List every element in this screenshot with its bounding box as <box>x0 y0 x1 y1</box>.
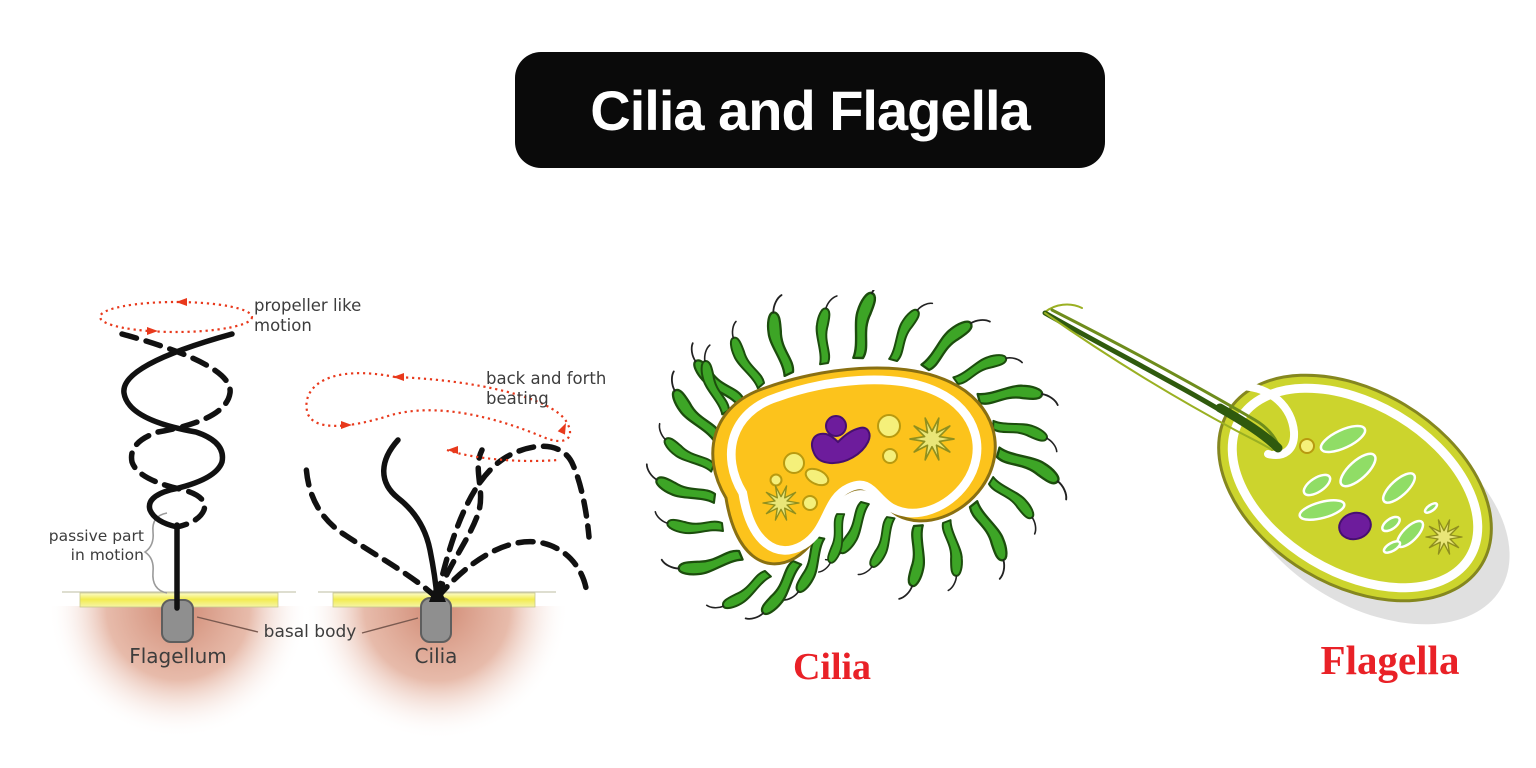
vacuole <box>877 414 901 438</box>
flagellum-pocket <box>1234 382 1299 459</box>
chloroplast <box>1298 498 1346 522</box>
chloroplast <box>1302 473 1332 497</box>
flagellum-wave-solid <box>121 331 235 530</box>
motion-arrow <box>393 373 404 381</box>
motion-schematic <box>48 298 592 740</box>
propeller-motion-path <box>98 300 254 334</box>
basal-body-cilia <box>420 597 452 643</box>
cilium-solid <box>381 437 440 601</box>
flagellated-cell-illustration <box>1042 303 1510 625</box>
cilia-cell-inner-membrane <box>726 375 982 555</box>
motion-arrow <box>557 421 570 435</box>
cilia-name-label: Cilia <box>414 644 458 668</box>
basal-connector-right <box>361 617 419 634</box>
vacuole <box>802 495 818 511</box>
nucleus <box>811 426 871 465</box>
basal-body-label: basal body <box>263 622 357 642</box>
cilia-cell-label: Cilia <box>792 646 872 688</box>
page-title: Cilia and Flagella <box>590 78 1030 142</box>
passive-part-label: passive part in motion <box>48 527 144 564</box>
chloroplast <box>1339 452 1377 488</box>
motion-arrow <box>341 421 352 429</box>
chloroplast <box>1381 472 1417 504</box>
propeller-motion-label: propeller like motion <box>254 296 362 336</box>
passive-part-brace <box>143 512 168 594</box>
vacuole <box>769 473 783 487</box>
flagella-cell-organelles <box>1298 424 1463 555</box>
cilium-dashed-mid <box>434 447 485 601</box>
motion-arrow <box>176 298 187 306</box>
ciliated-cell-illustration <box>645 290 1074 631</box>
cilium-dashed-left <box>303 461 440 601</box>
chloroplast <box>1423 502 1439 514</box>
motion-arrow <box>147 327 158 335</box>
chloroplast <box>1381 515 1401 533</box>
beating-motion-label: back and forth beating <box>486 369 607 409</box>
cilium-dashed-upper-right <box>434 443 592 601</box>
cilium-base <box>429 580 446 602</box>
cilia-cell-organelles <box>762 414 955 521</box>
chloroplast <box>1382 540 1402 554</box>
flagellum-wave-dashed <box>119 331 233 530</box>
flagella-cell-label: Flagella <box>1320 637 1460 683</box>
cell-interior-gradients <box>48 606 569 740</box>
basal-connector-left <box>196 616 259 633</box>
title-banner: Cilia and Flagella <box>515 52 1105 168</box>
vacuole <box>1299 438 1315 454</box>
cilium-dashed-lower-right <box>434 538 589 601</box>
vacuole <box>783 452 805 474</box>
flagellum-name-label: Flagellum <box>129 644 227 668</box>
nucleus <box>1338 511 1372 541</box>
nucleolus <box>825 415 847 437</box>
chloroplast <box>1319 424 1367 454</box>
beating-motion-path <box>305 372 572 443</box>
vacuole <box>804 467 830 487</box>
flagellum-bundle <box>1042 303 1283 453</box>
vacuole <box>882 448 898 464</box>
